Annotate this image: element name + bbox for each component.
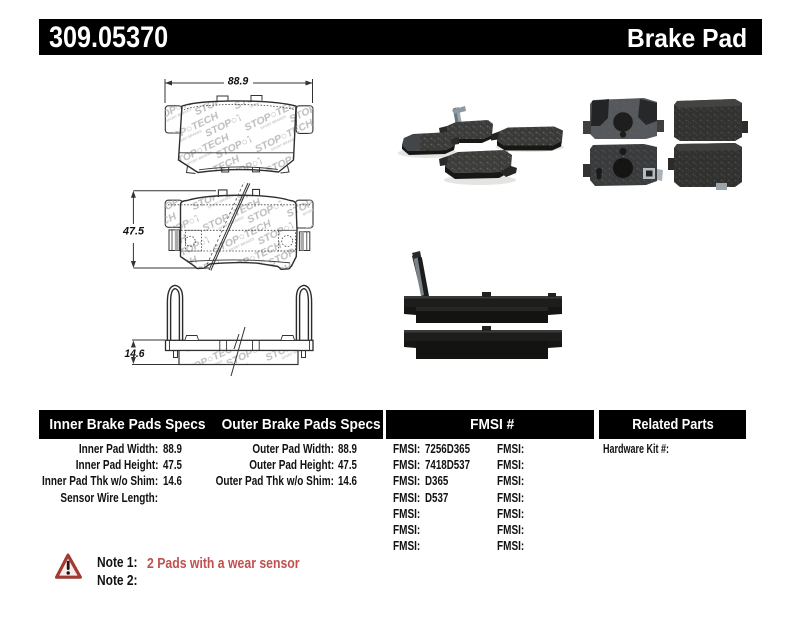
svg-text:88.9: 88.9 <box>228 76 249 88</box>
svg-text:14.6: 14.6 <box>125 348 146 360</box>
svg-text:47.5: 47.5 <box>122 226 145 238</box>
